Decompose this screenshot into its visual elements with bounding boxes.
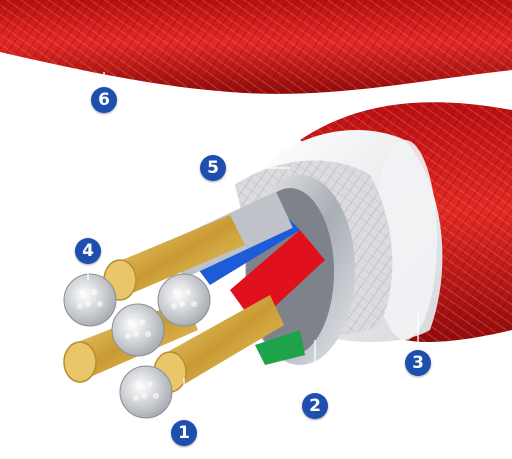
strand-bundles [63,273,211,419]
braided-sheath-top [0,0,512,94]
callout-1-badge: 1 [171,420,197,446]
callout-4-badge: 4 [75,238,101,264]
leader-lines [87,72,419,422]
callout-2-badge: 2 [302,393,328,419]
callout-5-badge: 5 [200,155,226,181]
callout-6-badge: 6 [91,87,117,113]
callout-3-badge: 3 [405,350,431,376]
